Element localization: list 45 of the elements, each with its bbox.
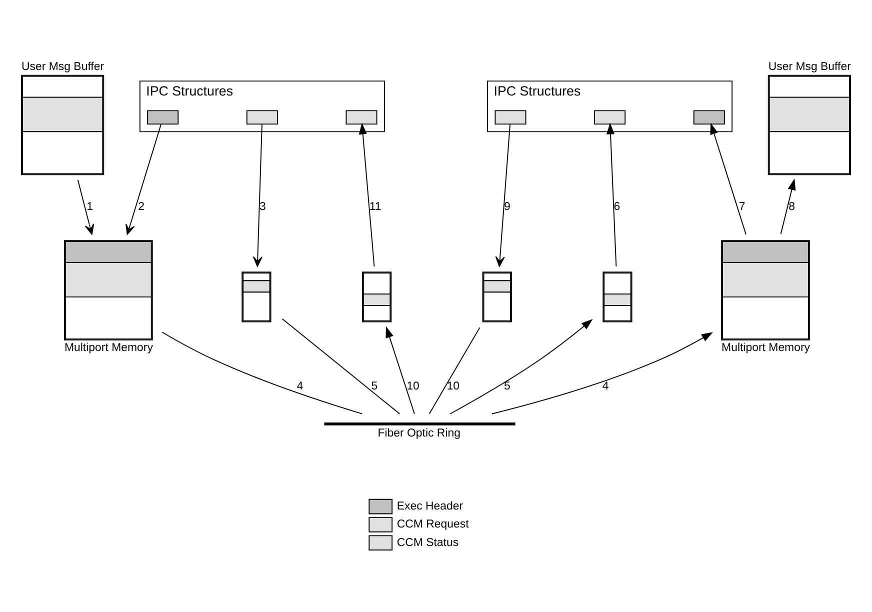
connector bbox=[428, 327, 480, 414]
edge-label: 1 bbox=[86, 201, 93, 214]
arrow bbox=[358, 122, 375, 267]
node-box bbox=[594, 110, 626, 125]
connector bbox=[162, 332, 363, 414]
edge-label: 10 bbox=[406, 380, 420, 393]
edge-label: 5 bbox=[371, 380, 378, 393]
edge-label: 5 bbox=[504, 380, 510, 393]
edge-label: 4 bbox=[296, 380, 304, 393]
edge-label: 3 bbox=[259, 201, 266, 214]
node-label: Fiber Optic Ring bbox=[378, 427, 460, 440]
node-box bbox=[147, 110, 179, 125]
node-box bbox=[693, 110, 725, 125]
edge-label: 10 bbox=[446, 380, 460, 393]
node-box bbox=[324, 422, 516, 426]
cluster: IPC Structures bbox=[139, 80, 385, 132]
arrow bbox=[606, 122, 617, 267]
edge-label: 2 bbox=[138, 201, 145, 214]
arrow bbox=[780, 178, 796, 235]
edge-label: 7 bbox=[738, 201, 746, 214]
arrow bbox=[252, 124, 262, 267]
connector bbox=[282, 318, 400, 414]
cluster: IPC Structures bbox=[487, 80, 733, 132]
arrow bbox=[126, 124, 162, 235]
node-box bbox=[346, 110, 378, 125]
arrow bbox=[77, 179, 94, 235]
node-label: Multiport Memory bbox=[722, 342, 810, 354]
legend-label: CCM Status bbox=[396, 536, 459, 549]
edge-label: 6 bbox=[614, 201, 620, 214]
edge-label: 9 bbox=[504, 201, 510, 214]
node-box bbox=[246, 110, 278, 125]
edge-label: 8 bbox=[788, 201, 795, 214]
legend-label: Exec Header bbox=[396, 500, 464, 513]
arrow bbox=[450, 319, 593, 414]
edge-label: 4 bbox=[602, 380, 609, 393]
legend-label: CCM Request bbox=[396, 518, 469, 531]
arrow bbox=[710, 122, 746, 235]
node-label: User Msg Buffer bbox=[22, 61, 104, 74]
arrow bbox=[495, 124, 511, 267]
arrow bbox=[491, 332, 713, 414]
node-label: Multiport Memory bbox=[64, 342, 153, 354]
node-label: User Msg Buffer bbox=[768, 61, 851, 74]
arrow bbox=[386, 326, 415, 414]
edge-label: 11 bbox=[369, 201, 382, 214]
node-box bbox=[494, 110, 526, 125]
